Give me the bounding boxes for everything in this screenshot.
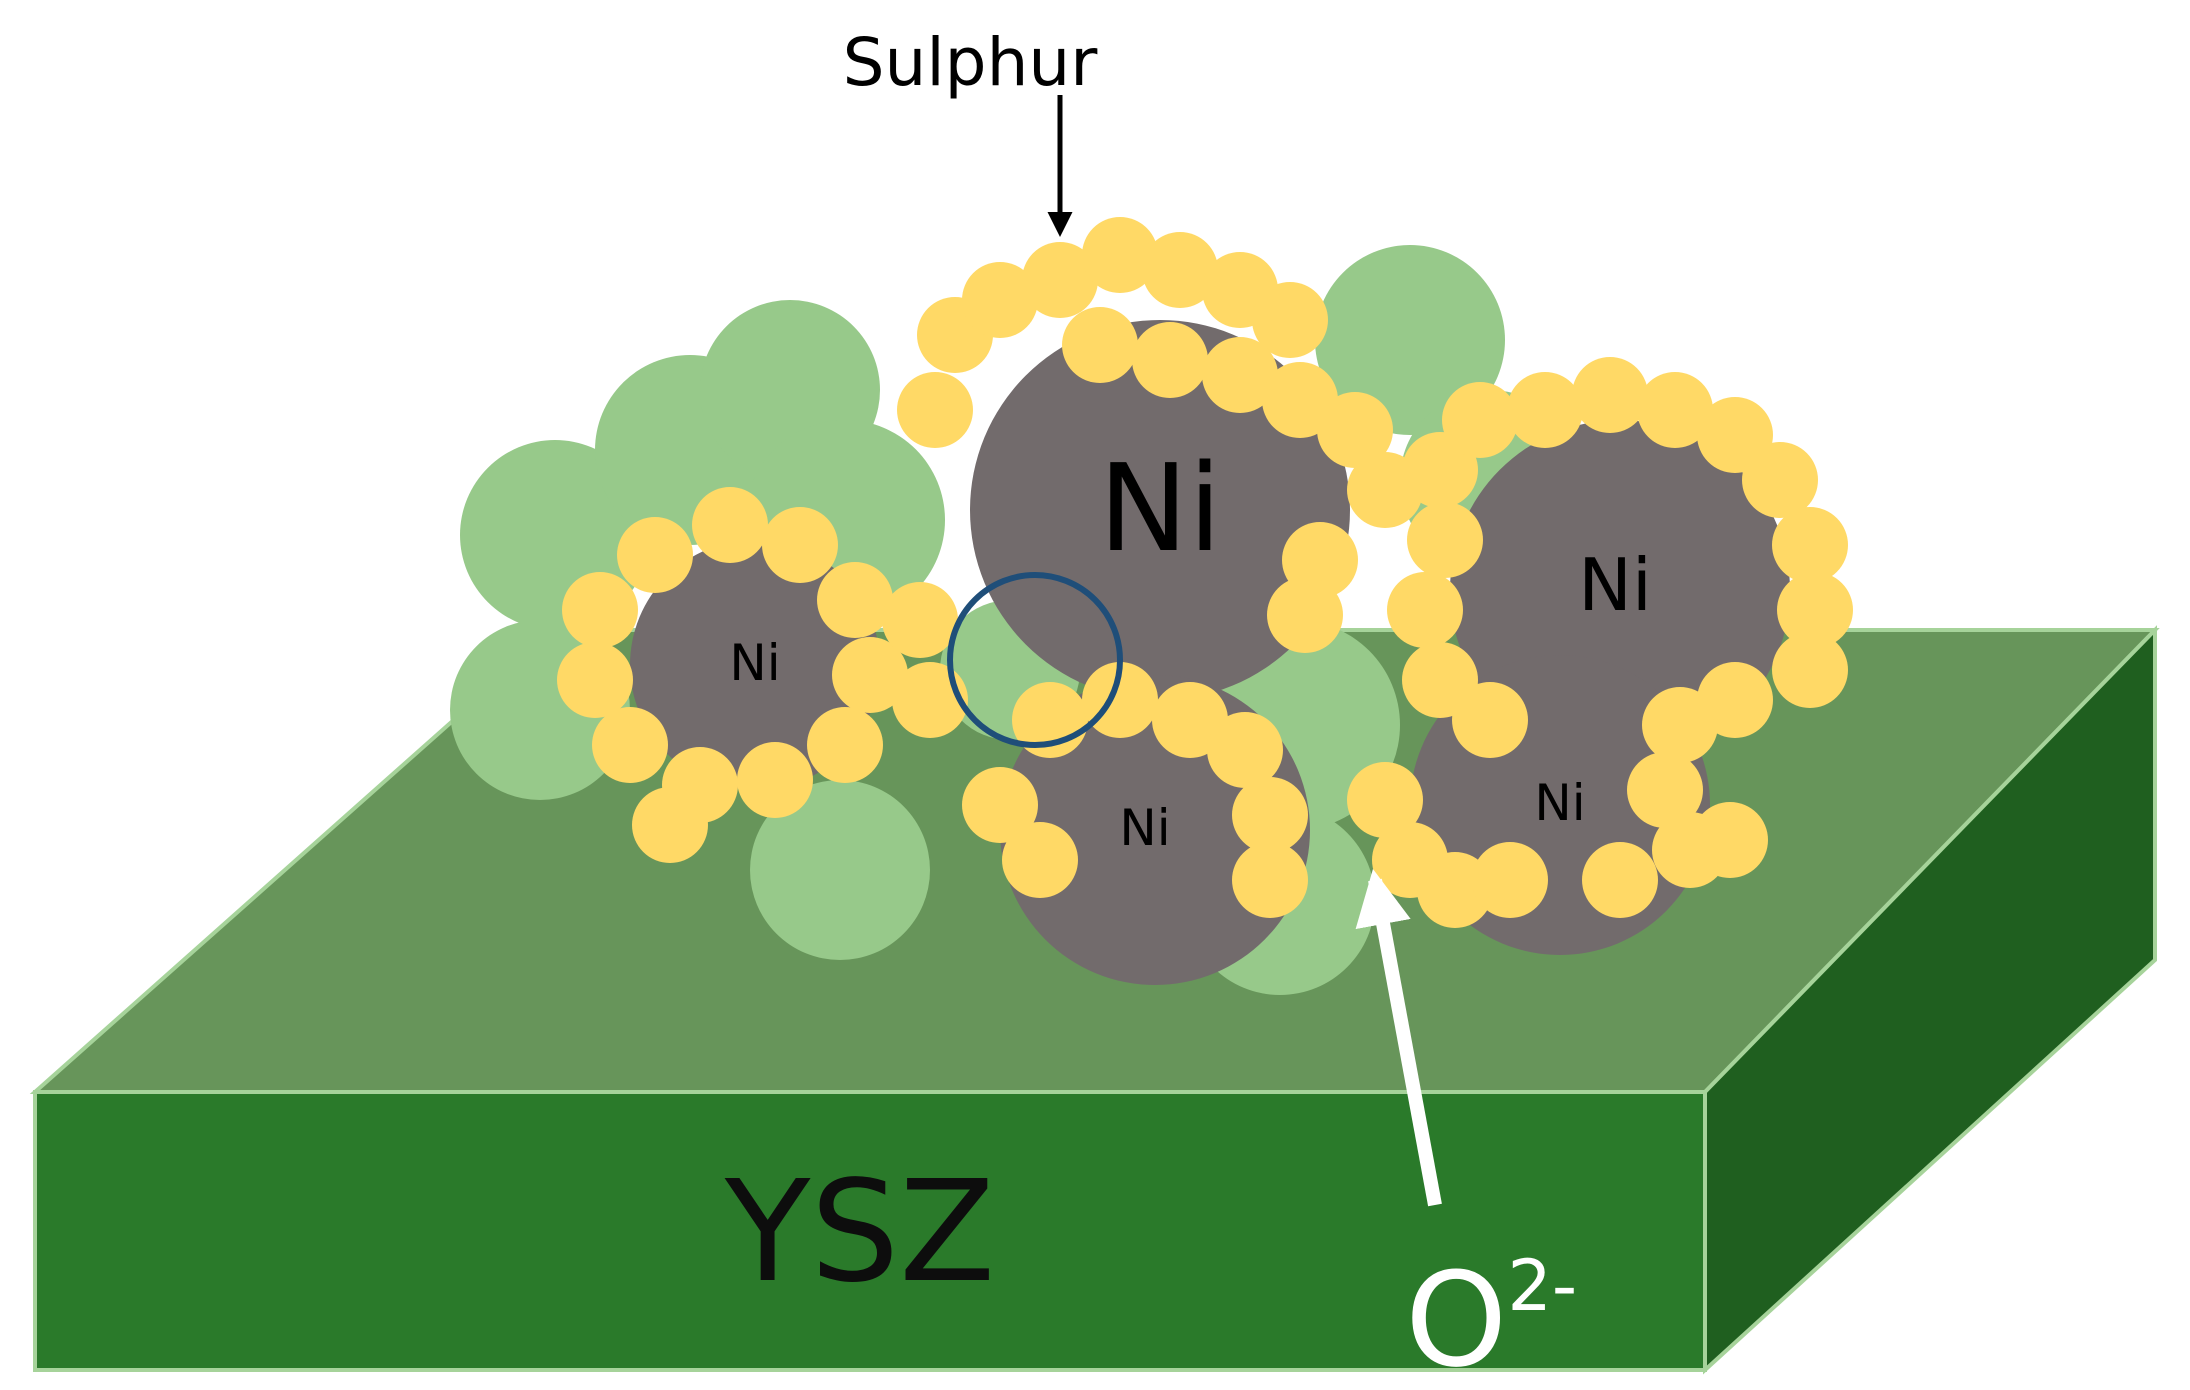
sulphur-bead <box>1452 682 1528 758</box>
sulphur-bead <box>1642 687 1718 763</box>
sulphur-bead <box>1347 762 1423 838</box>
sulphur-bead <box>882 582 958 658</box>
sulphur-bead <box>1407 502 1483 578</box>
sulphur-bead <box>807 707 883 783</box>
ni-label-right-bottom: Ni <box>1534 774 1585 832</box>
sulphur-bead <box>1777 572 1853 648</box>
sulphur-bead <box>962 262 1038 338</box>
sulphur-bead <box>1022 242 1098 318</box>
sulphur-bead <box>1002 822 1078 898</box>
sulphur-bead <box>1132 322 1208 398</box>
sulphur-bead <box>1507 372 1583 448</box>
sulphur-bead <box>817 562 893 638</box>
sulphur-bead <box>617 517 693 593</box>
oxide-ion-label: O2- <box>1405 1244 1577 1390</box>
sulphur-bead <box>1387 572 1463 648</box>
sulphur-bead <box>1637 372 1713 448</box>
oxide-ion-charge: 2- <box>1507 1245 1577 1327</box>
sulphur-bead <box>1317 392 1393 468</box>
sulphur-bead <box>1627 752 1703 828</box>
sulphur-bead <box>962 767 1038 843</box>
sulphur-bead <box>1692 802 1768 878</box>
sulphur-bead <box>1572 357 1648 433</box>
oxide-ion-base: O <box>1405 1244 1507 1390</box>
sulphur-bead <box>632 787 708 863</box>
sulphur-bead <box>592 707 668 783</box>
sulphur-bead <box>1082 662 1158 738</box>
sulphur-beads <box>557 217 1853 928</box>
tpb-ring-icon <box>947 572 1123 748</box>
sulphur-bead <box>1202 337 1278 413</box>
sulphur-bead <box>832 637 908 713</box>
sulphur-bead <box>1142 232 1218 308</box>
sulphur-bead <box>562 572 638 648</box>
sulphur-bead <box>897 372 973 448</box>
nickel-particle-large <box>970 320 1350 700</box>
sulphur-bead <box>892 662 968 738</box>
sulphur-bead <box>1252 282 1328 358</box>
oxide-arrow-icon <box>1355 868 1442 1207</box>
sulphur-bead <box>1582 842 1658 918</box>
sulphur-bead <box>1742 442 1818 518</box>
ysz-particle <box>1315 245 1505 435</box>
ni-label-center: Ni <box>1119 799 1170 857</box>
sulphur-bead <box>737 742 813 818</box>
sulphur-bead <box>762 507 838 583</box>
ysz-label: YSZ <box>724 1151 995 1314</box>
ni-label-left: Ni <box>729 634 780 692</box>
sulphur-label: Sulphur <box>843 24 1099 101</box>
sulphur-bead <box>1472 842 1548 918</box>
sulphur-bead <box>557 642 633 718</box>
ni-label-large: Ni <box>1098 440 1221 579</box>
sulphur-bead <box>1062 307 1138 383</box>
sulphur-bead <box>1442 382 1518 458</box>
sulphur-bead <box>1232 842 1308 918</box>
sulphur-bead <box>1232 777 1308 853</box>
sulphur-bead <box>1772 632 1848 708</box>
ysz-particle <box>750 780 930 960</box>
sulphur-bead <box>1207 712 1283 788</box>
ni-label-right-top: Ni <box>1578 543 1652 627</box>
sulphur-bead <box>1772 507 1848 583</box>
ysz-side-face <box>1703 625 2157 1375</box>
sulphur-bead <box>1267 577 1343 653</box>
sulphur-bead <box>692 487 768 563</box>
sulphur-bead <box>1082 217 1158 293</box>
